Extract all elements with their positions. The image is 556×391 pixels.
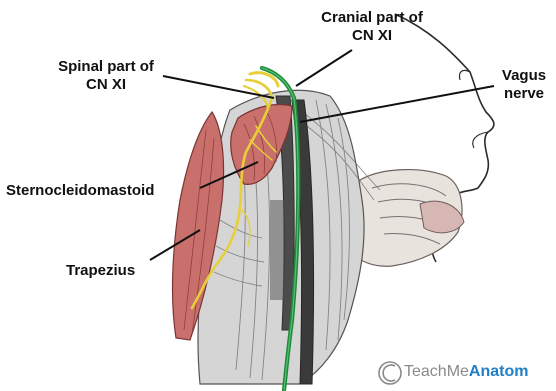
pointer-cranial [296,50,352,86]
label-trapezius: Trapezius [66,262,135,280]
label-spinal-line1: Spinal part of [42,58,170,76]
label-cranial-line1: Cranial part of [302,9,442,27]
label-spinal-line2: CN XI [42,76,170,94]
label-vagus-nerve: Vagus nerve [494,67,554,103]
label-sternocleidomastoid: Sternocleidomastoid [6,182,154,200]
watermark-brand: Anatom [469,363,529,380]
label-vagus-line2: nerve [494,85,554,103]
pointer-spinal [163,76,274,98]
label-vagus-line1: Vagus [494,67,554,85]
watermark-text: TeachMeAnatom [404,363,528,381]
watermark-prefix: TeachMe [404,363,469,380]
label-cranial-part-cn-xi: Cranial part of CN XI [302,9,442,45]
label-cranial-line2: CN XI [302,27,442,45]
vertebral-block [270,200,284,300]
label-spinal-part-cn-xi: Spinal part of CN XI [42,58,170,94]
